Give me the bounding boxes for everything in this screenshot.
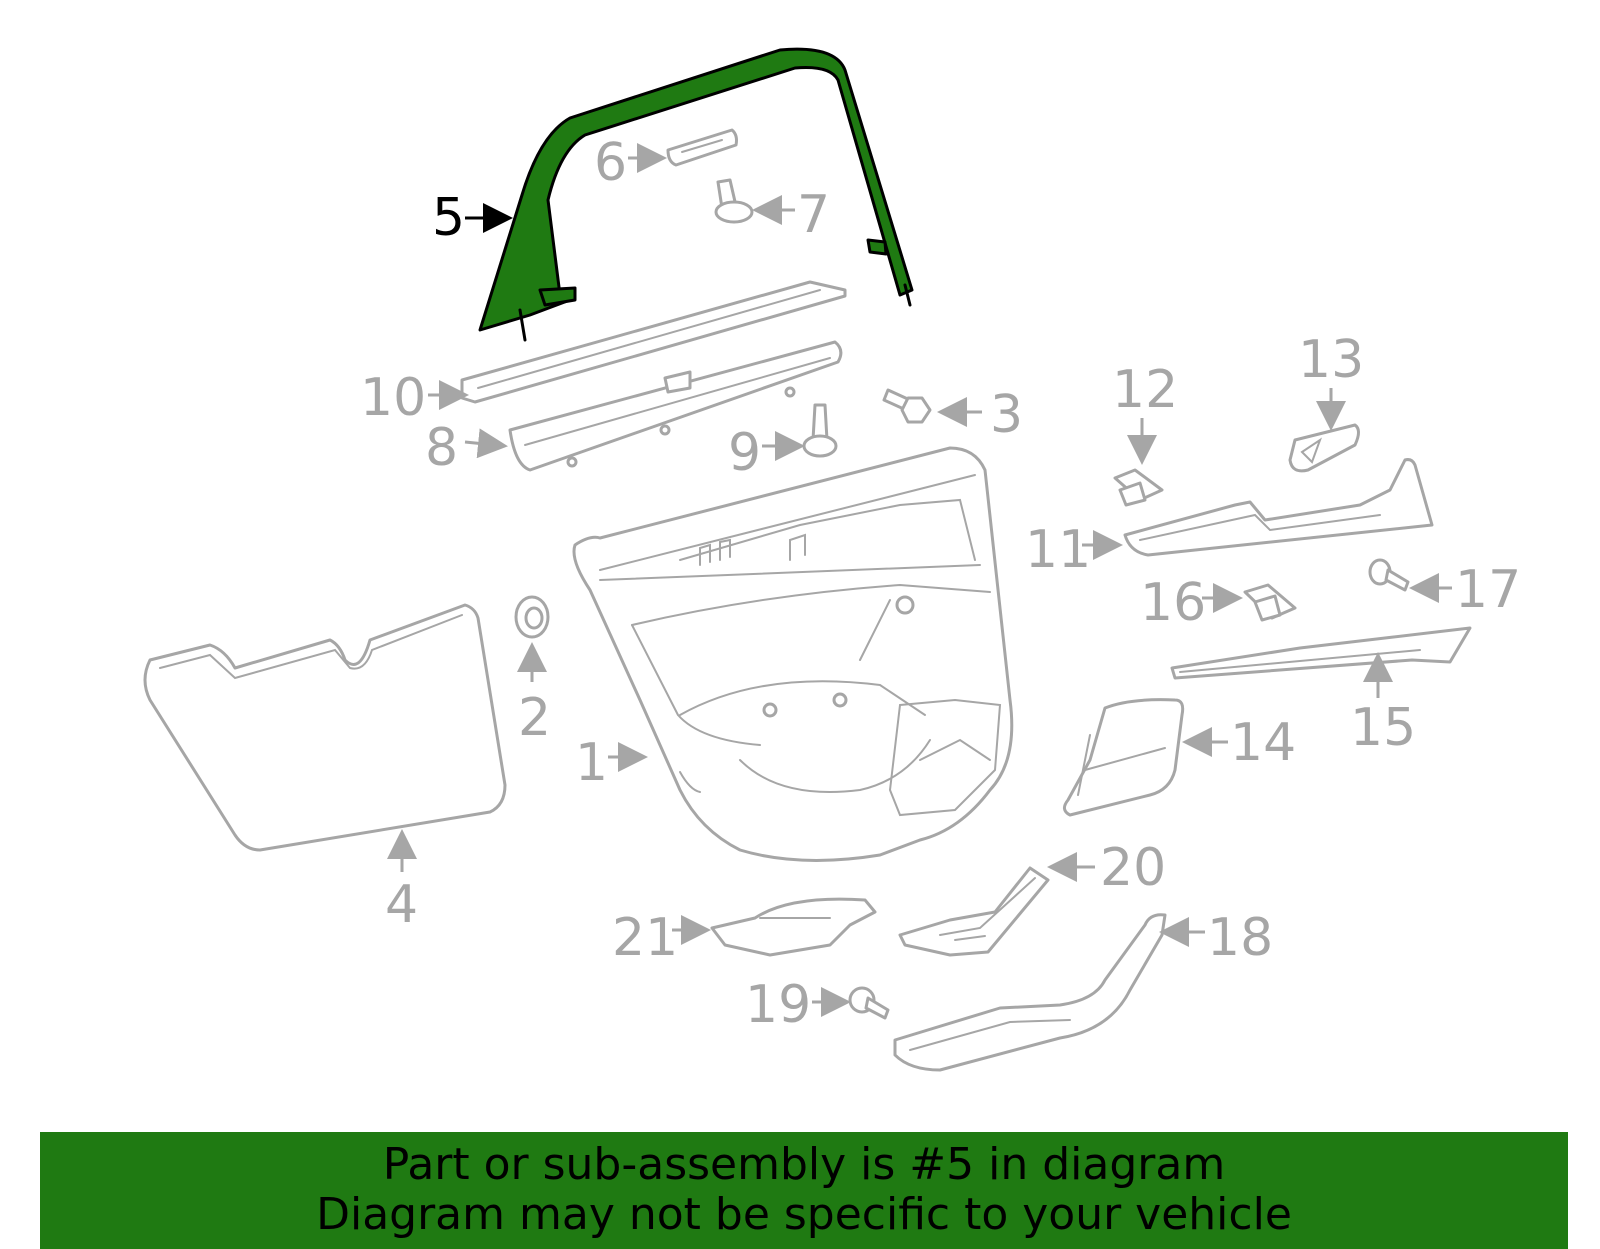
part-17-screw[interactable]: [1368, 558, 1410, 592]
part-12-nut-clip[interactable]: [1113, 468, 1164, 507]
callout-19: 19: [745, 975, 811, 1035]
part-15-trim-strip[interactable]: [1170, 626, 1472, 680]
callout-9: 9: [728, 423, 761, 483]
banner-line-part: Part or sub-assembly is #5 in diagram: [382, 1139, 1226, 1190]
callout-2: 2: [518, 688, 551, 748]
leader-arrows: [387, 143, 1452, 1017]
part-8-weatherstrip[interactable]: [508, 340, 843, 472]
part-13-switch-bezel[interactable]: [1288, 423, 1360, 473]
part-4-water-shield[interactable]: [143, 603, 507, 852]
part-7-push-clip[interactable]: [714, 178, 754, 224]
callout-18: 18: [1207, 908, 1273, 968]
part-3-bolt[interactable]: [882, 388, 932, 424]
callout-10: 10: [360, 368, 426, 428]
callout-14: 14: [1230, 713, 1296, 773]
part-18-pull-handle[interactable]: [893, 913, 1167, 1072]
callout-4: 4: [385, 875, 418, 935]
callout-13: 13: [1298, 330, 1364, 390]
part-16-clip[interactable]: [1243, 583, 1297, 622]
callout-11: 11: [1025, 520, 1091, 580]
info-banner: Part or sub-assembly is #5 in diagram Di…: [40, 1132, 1568, 1249]
part-9-screw[interactable]: [802, 403, 838, 458]
callout-20: 20: [1100, 838, 1166, 898]
part-6-clip[interactable]: [666, 128, 738, 167]
callout-3: 3: [990, 385, 1023, 445]
callout-15: 15: [1350, 698, 1416, 758]
part-14-speaker-grille[interactable]: [1063, 698, 1185, 817]
part-20-switch-housing[interactable]: [898, 866, 1050, 957]
part-11-armrest-trim[interactable]: [1123, 458, 1434, 557]
callout-6: 6: [594, 133, 627, 193]
callout-16: 16: [1140, 573, 1206, 633]
callout-5: 5: [432, 188, 465, 248]
parts-diagram: 5 6 7 10 8 9 3 12 13 11 16 17 15 14 2 1 …: [143, 47, 1521, 1072]
part-2-grommet[interactable]: [514, 595, 550, 639]
part-19-screw[interactable]: [848, 986, 890, 1020]
part-1-door-trim-panel[interactable]: [572, 446, 1014, 862]
callout-7: 7: [797, 185, 830, 245]
callout-1: 1: [575, 733, 608, 793]
part-5-window-frame[interactable]: [478, 47, 914, 342]
banner-line-disclaimer: Diagram may not be specific to your vehi…: [316, 1189, 1292, 1240]
callout-12: 12: [1112, 360, 1178, 420]
callout-21: 21: [612, 908, 678, 968]
part-21-handle-insert[interactable]: [710, 897, 877, 957]
callout-17: 17: [1455, 560, 1521, 620]
callout-8: 8: [425, 418, 458, 478]
